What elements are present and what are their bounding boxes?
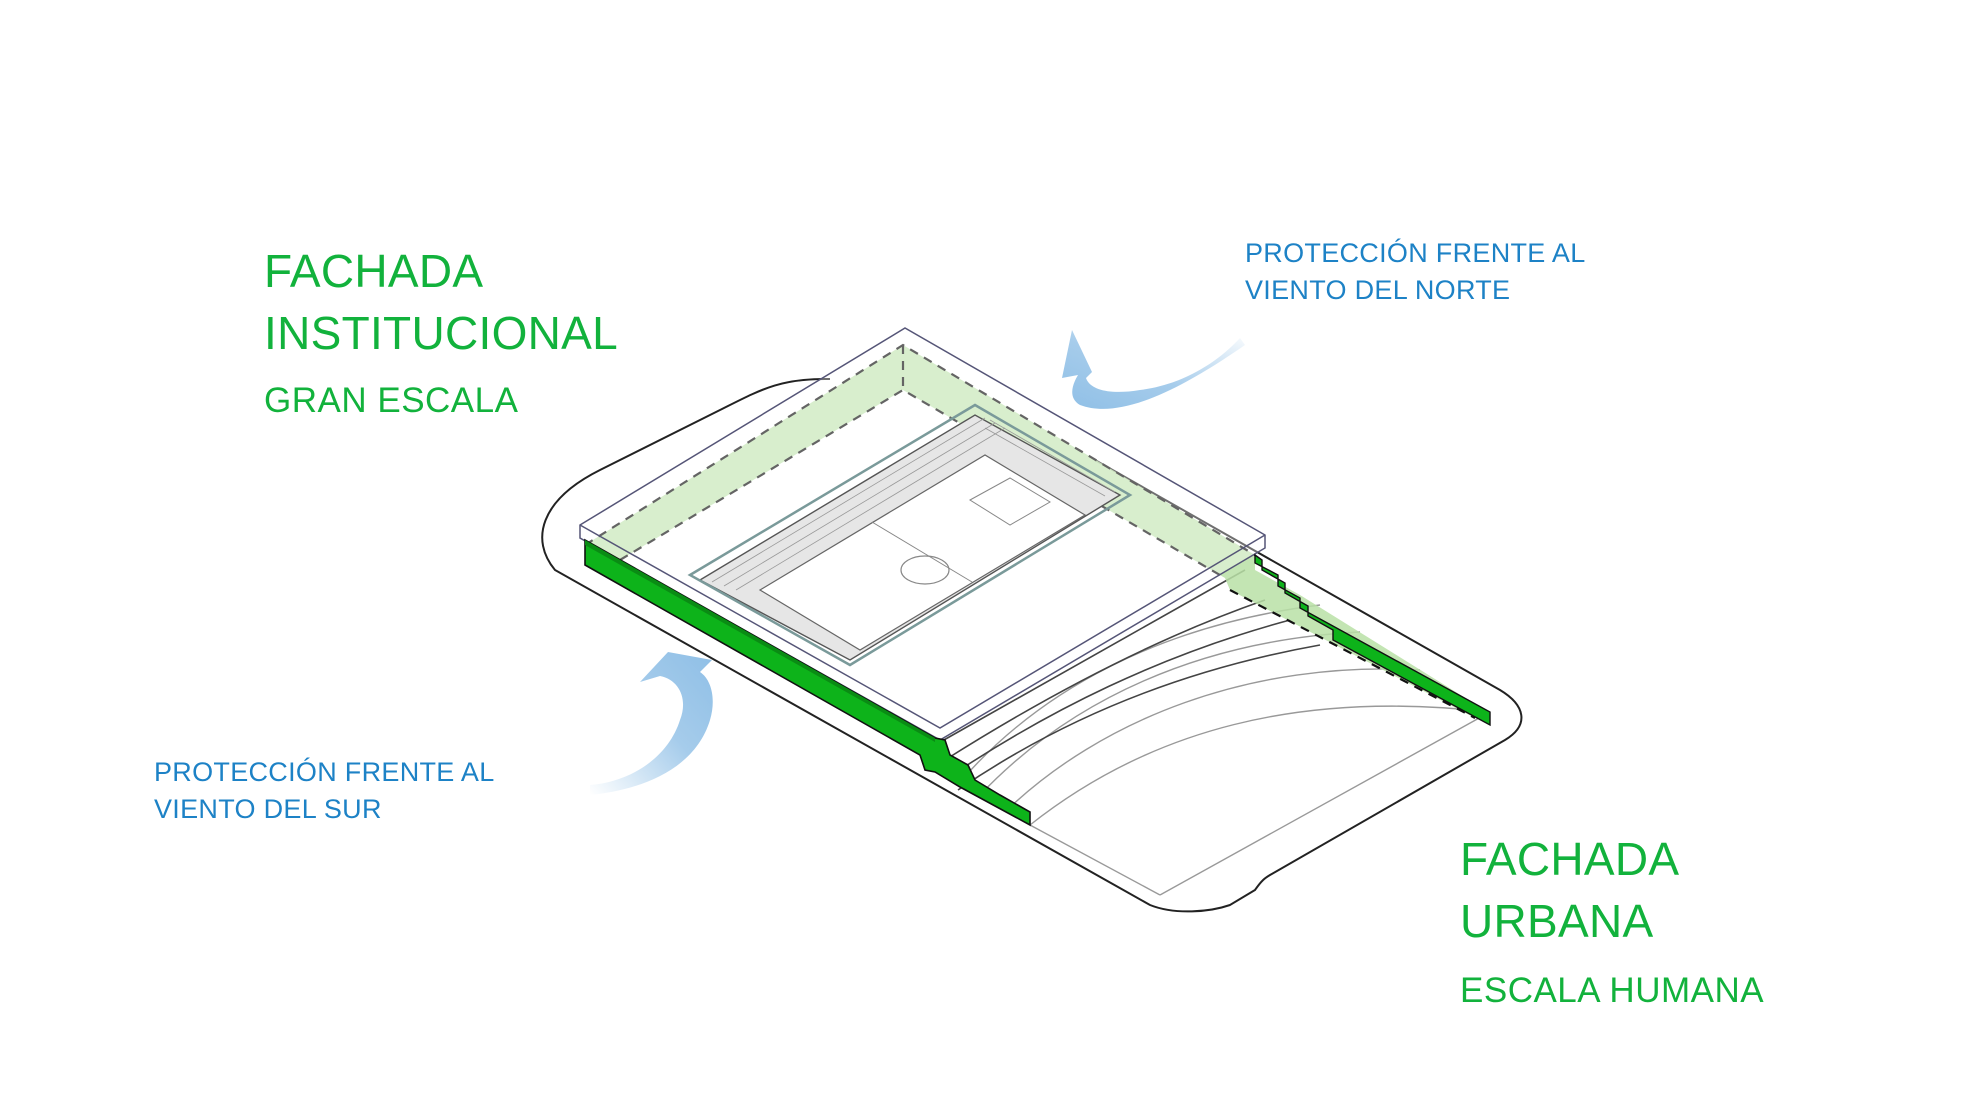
south-wind-note: PROTECCIÓN FRENTE AL VIENTO DEL SUR [154, 754, 495, 828]
urban-facade-title: FACHADA URBANA [1460, 828, 1679, 952]
institutional-facade-band [585, 345, 1488, 718]
pitch-penalty-box [969, 477, 1051, 526]
stepped-green-wall [1254, 553, 1491, 727]
solid-green-wall-top [585, 540, 935, 742]
institutional-facade-title-line1: FACHADA [264, 245, 484, 297]
north-wind-note: PROTECCIÓN FRENTE AL VIENTO DEL NORTE [1245, 235, 1586, 309]
stadium-frame [687, 403, 1133, 667]
north-wind-note-line1: PROTECCIÓN FRENTE AL [1245, 238, 1586, 268]
south-wind-arrow [590, 652, 713, 795]
facade-dashed-edges [584, 343, 1476, 719]
urban-facade-title-line1: FACHADA [1460, 833, 1680, 885]
institutional-facade-subtitle: GRAN ESCALA [264, 381, 519, 420]
seating-hatch [711, 417, 1116, 591]
urban-facade-subtitle: ESCALA HUMANA [1460, 971, 1765, 1010]
urban-facade-title-line2: URBANA [1460, 895, 1654, 947]
north-wind-note-line2: VIENTO DEL NORTE [1245, 275, 1511, 305]
pitch-center-circle [900, 555, 950, 585]
site-outline [541, 377, 1523, 913]
north-wind-arrow [1062, 330, 1245, 409]
institutional-facade-title: FACHADA INSTITUCIONAL [264, 240, 618, 364]
south-wind-note-line1: PROTECCIÓN FRENTE AL [154, 757, 495, 787]
institutional-facade-title-line2: INSTITUCIONAL [264, 307, 619, 359]
terrace-lines [934, 569, 1321, 791]
pitch-halfway-line [871, 521, 973, 583]
solid-green-wall [584, 538, 1031, 827]
south-wind-note-line2: VIENTO DEL SUR [154, 794, 382, 824]
